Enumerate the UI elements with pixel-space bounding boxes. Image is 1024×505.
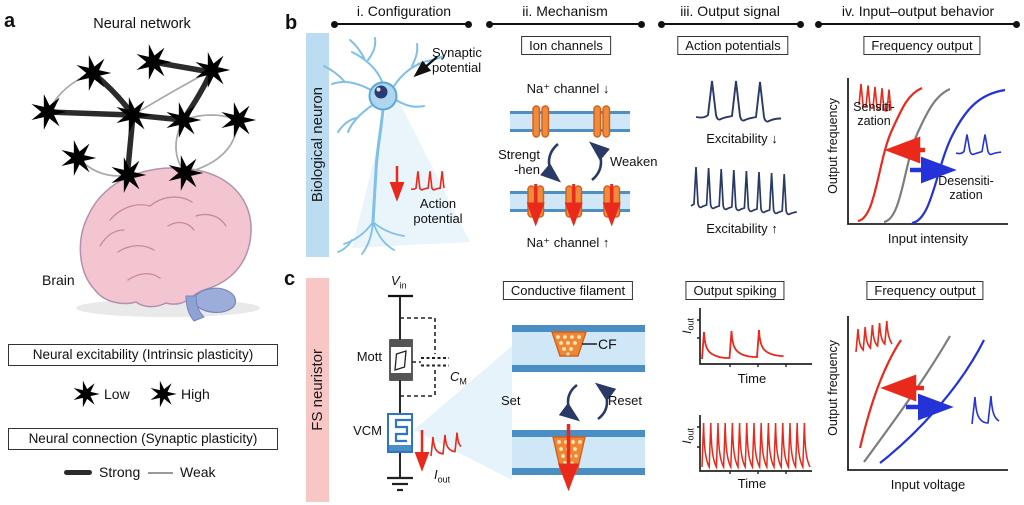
conductive-filament-mechanism <box>512 325 645 492</box>
time-axis-label-2: Time <box>737 476 767 491</box>
legend-strong-label: Strong <box>99 464 141 480</box>
header-mechanism: ii. Mechanism <box>522 3 608 19</box>
time-axis-label-1: Time <box>737 371 767 386</box>
ion-flow-arrows-icon <box>526 184 621 227</box>
biological-neuron-illustration <box>323 37 470 255</box>
frequency-output-graph-c <box>847 316 1008 471</box>
na-channel-down-label: Na⁺ channel ↓ <box>526 81 610 96</box>
desensitization-label: Desensiti- zation <box>938 174 994 203</box>
output-spiking-plots <box>697 308 812 474</box>
iout-axis-label-1: Iout <box>680 318 696 334</box>
panel-a-label: a <box>4 10 16 32</box>
action-potential-traces <box>690 80 797 216</box>
neuron-red <box>221 102 257 138</box>
output-spiking-box: Output spiking <box>685 281 785 300</box>
brain-illustration <box>76 167 260 322</box>
red-spike-train-icon <box>410 171 445 191</box>
neuron-red <box>61 140 97 176</box>
legend-high-neuron-icon <box>150 380 177 408</box>
blue-curve <box>911 88 1006 225</box>
sparse-spikes-icon <box>695 80 782 123</box>
gray-curve <box>883 87 951 224</box>
blue-spike-glyph-icon <box>971 395 1000 425</box>
panel-b-label: b <box>285 12 298 34</box>
header-io-behavior: iv. Input–output behavior <box>841 3 995 19</box>
vcm-label: VCM <box>353 423 382 438</box>
red-curve <box>857 86 923 223</box>
neuron-blue <box>136 44 172 80</box>
neural-network-title: Neural network <box>93 16 191 32</box>
strengthen-arrow-icon <box>540 143 561 183</box>
blue-spike-glyph-icon <box>955 134 1002 156</box>
cf-label: CF <box>598 336 617 352</box>
set-label: Set <box>501 393 521 408</box>
input-voltage-axis-label: Input voltage <box>890 477 966 492</box>
frequency-output-box-c: Frequency output <box>866 281 984 300</box>
output-frequency-axis-label-c: Output frequency <box>826 340 840 436</box>
vcm-device-icon <box>387 413 413 453</box>
synaptic-input-arrow-icon <box>413 56 438 78</box>
na-channel-up-label: Na⁺ channel ↑ <box>526 235 610 250</box>
iout-label: Iout <box>434 467 451 485</box>
ion-channels-box: Ion channels <box>521 36 611 55</box>
output-frequency-axis-label-b: Output frequency <box>826 98 840 194</box>
fs-neuristor-circuit <box>387 294 512 492</box>
excitability-up-label: Excitability ↑ <box>706 221 778 236</box>
sparse-output-spikes-icon <box>701 329 784 360</box>
action-potential-label: Action potential <box>413 196 463 226</box>
biological-neuron-band: Biological neuron <box>306 33 329 257</box>
sensitization-label: Sensiti- zation <box>853 100 895 129</box>
neuron-blue <box>31 94 67 130</box>
panel-c-label: c <box>284 268 296 290</box>
ground-icon <box>387 476 413 492</box>
fs-neuristor-band: FS neuristor <box>306 278 329 502</box>
header-output-signal: iii. Output signal <box>680 3 780 19</box>
dense-output-spikes-icon <box>701 422 811 470</box>
ion-channel-icon <box>532 105 611 138</box>
excitability-down-label: Excitability ↓ <box>706 131 778 146</box>
synaptic-potential-label: Synaptic potential <box>432 45 482 75</box>
brain-label: Brain <box>42 272 75 288</box>
input-intensity-axis-label: Input intensity <box>887 231 969 246</box>
vin-label: Vin <box>391 273 407 291</box>
red-spike-train-icon <box>430 432 462 457</box>
capacitor-icon <box>421 357 449 367</box>
reset-arrow-icon <box>594 382 617 421</box>
conductive-filament-box: Conductive filament <box>502 281 634 300</box>
red-spike-glyph-icon <box>858 83 892 112</box>
red-spike-glyph-icon <box>855 320 893 353</box>
ion-channel-mechanism <box>510 105 630 227</box>
cm-label: CM <box>450 369 467 387</box>
weaken-label: Weaken <box>610 154 658 169</box>
reset-label: Reset <box>608 393 642 408</box>
dense-spikes-icon <box>690 166 797 216</box>
action-potentials-box: Action potentials <box>677 36 789 55</box>
frequency-output-box-b: Frequency output <box>863 36 981 55</box>
weaken-arrow-icon <box>589 141 610 181</box>
strengthen-label: Strengt -hen <box>498 147 540 177</box>
blue-curve <box>879 339 985 464</box>
header-configuration: i. Configuration <box>356 3 452 19</box>
cm-branch <box>400 317 436 397</box>
legend-low-label: Low <box>104 386 130 402</box>
mott-device-icon <box>389 339 413 381</box>
partial-filament-icon <box>551 331 587 357</box>
legend-low-neuron-icon <box>73 380 100 408</box>
neural-network-graph <box>31 44 257 408</box>
set-arrow-icon <box>558 383 581 422</box>
gray-curve <box>863 335 951 463</box>
iout-axis-label-2: Iout <box>680 428 696 444</box>
legend-weak-label: Weak <box>180 464 216 480</box>
legend-high-label: High <box>181 386 210 402</box>
red-curve <box>858 339 902 449</box>
mott-label: Mott <box>356 349 382 364</box>
frequency-output-graph-b <box>847 78 1008 225</box>
